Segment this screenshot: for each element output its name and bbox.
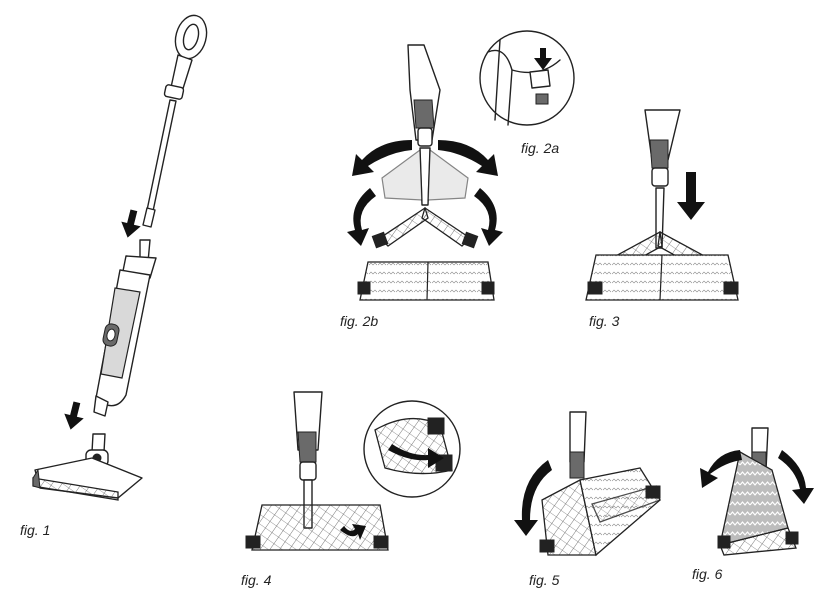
insert-pole-arrow <box>121 209 141 238</box>
fig2a-illustration <box>479 30 575 126</box>
fig2b-illustration <box>347 44 503 301</box>
fold-arrow-upper-right <box>438 140 498 176</box>
fig3-caption: fig. 3 <box>589 313 620 329</box>
fig2a-caption: fig. 2a <box>521 140 560 156</box>
upper-pole <box>142 99 177 228</box>
fig5-illustration <box>514 411 661 557</box>
attach-head-arrow <box>64 401 84 430</box>
fig6-illustration <box>700 427 814 556</box>
fig3-illustration <box>585 109 739 301</box>
clip-zoom-arrow <box>388 444 444 468</box>
press-down-arrow <box>677 172 705 220</box>
wrap-arrow-right <box>778 450 814 504</box>
fold-pad-arrow <box>514 460 552 536</box>
fig1-illustration <box>32 14 208 501</box>
fig2b-caption: fig. 2b <box>340 313 379 329</box>
handle-grip <box>163 14 208 100</box>
fold-arrow-upper-left <box>352 140 412 176</box>
fig1-caption: fig. 1 <box>20 522 51 538</box>
fig4-illustration <box>245 391 461 551</box>
wrap-arrow-left <box>700 450 742 488</box>
fig6-caption: fig. 6 <box>692 566 723 582</box>
fig4-caption: fig. 4 <box>241 572 272 588</box>
clip-arrow <box>340 524 366 540</box>
fold-arrow-lower-left <box>347 188 376 246</box>
steam-mop-body <box>93 239 157 417</box>
release-clip-arrow <box>534 48 552 70</box>
fold-arrow-lower-right <box>474 188 503 246</box>
mop-head <box>32 433 143 501</box>
fig5-caption: fig. 5 <box>529 572 560 588</box>
